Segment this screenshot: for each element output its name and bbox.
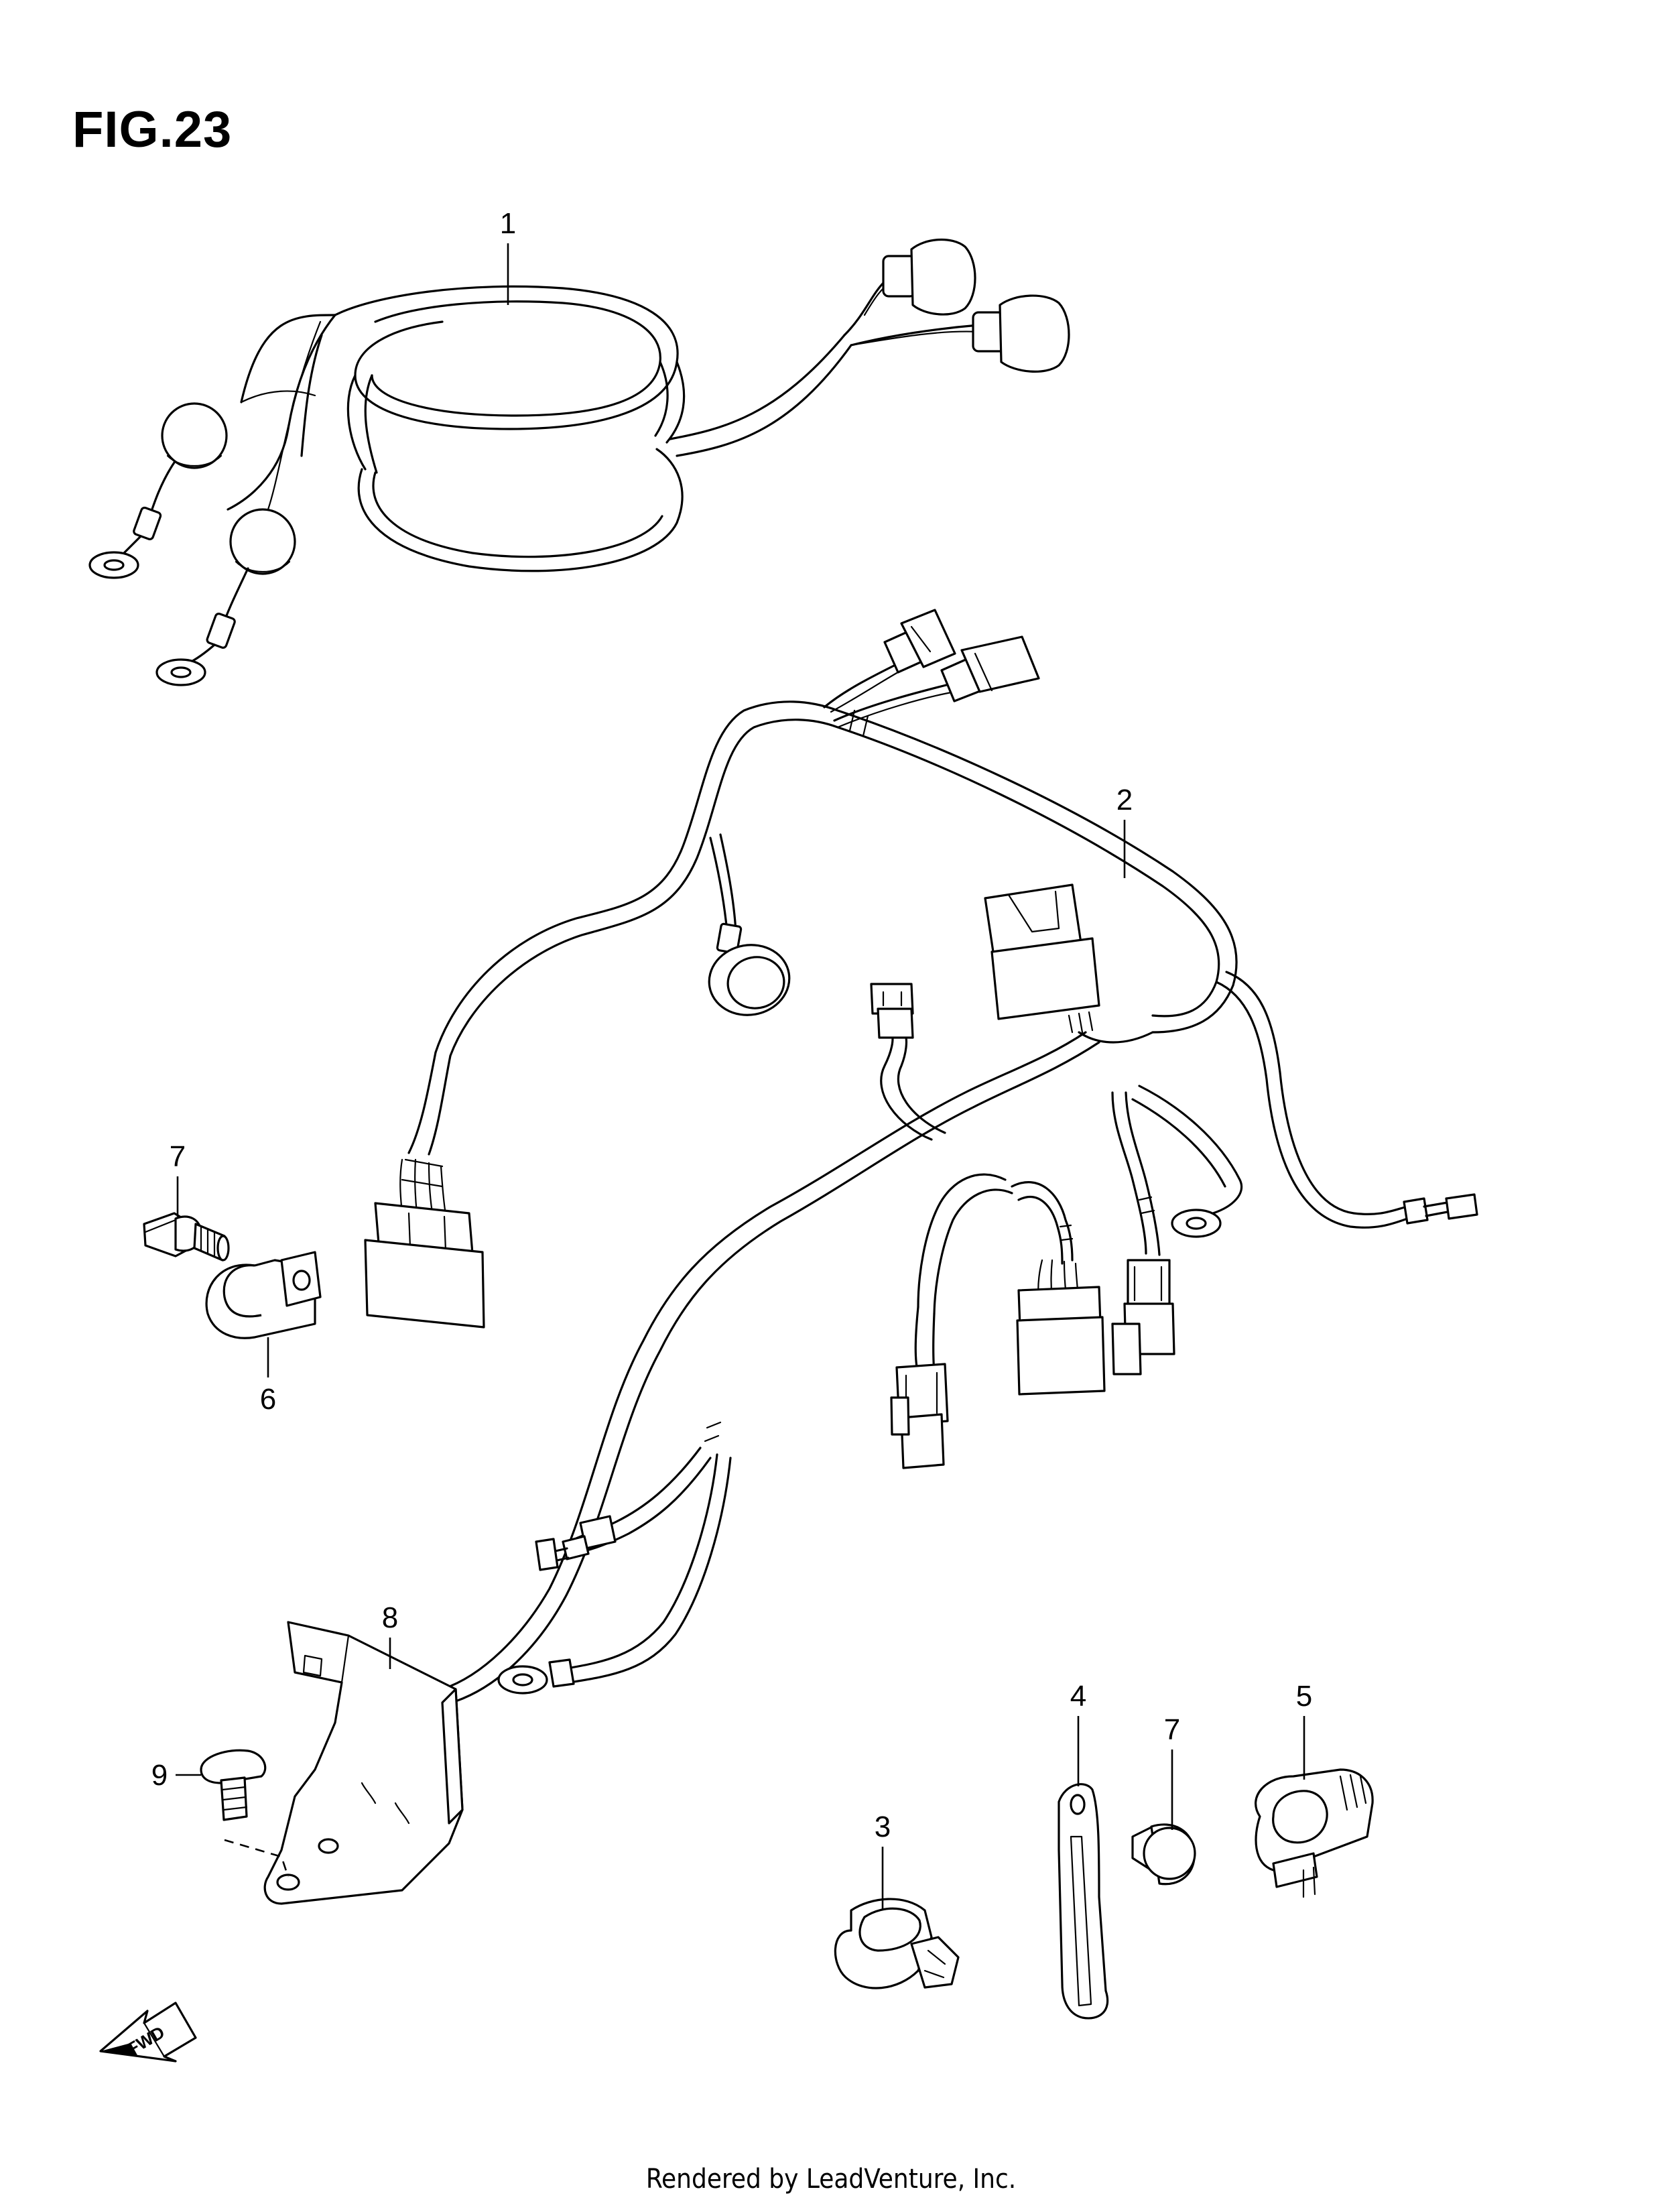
callout-8: 8 <box>382 1601 398 1634</box>
part-9-screw[interactable] <box>200 1749 267 1821</box>
part-6-clamp[interactable] <box>205 1251 322 1339</box>
callout-5: 5 <box>1296 1680 1312 1713</box>
part-2-main-harness[interactable] <box>364 609 1478 1703</box>
part-4-strap[interactable] <box>1058 1783 1109 2020</box>
part-7-bolt-lower[interactable] <box>1131 1823 1196 1886</box>
callout-3: 3 <box>875 1810 891 1843</box>
part-7-bolt-upper[interactable] <box>143 1212 230 1262</box>
callout-1: 1 <box>500 207 516 240</box>
part-5-clip[interactable] <box>1255 1768 1374 1898</box>
callout-7-upper: 7 <box>170 1140 186 1173</box>
part-1-coil-harness[interactable] <box>88 239 1070 686</box>
callout-4: 4 <box>1070 1680 1086 1713</box>
figure-title: FIG.23 <box>72 101 233 158</box>
fwd-arrow-icon: FWD <box>99 2002 197 2063</box>
part-8-bracket[interactable] <box>263 1621 464 1905</box>
callout-9: 9 <box>151 1759 168 1792</box>
footer-credit: Rendered by LeadVenture, Inc. <box>645 2164 1017 2195</box>
part-3-clip[interactable] <box>834 1898 960 1989</box>
part-9-mount-line <box>224 1839 290 1878</box>
callout-2: 2 <box>1116 784 1133 816</box>
callout-7-lower: 7 <box>1164 1713 1180 1746</box>
callout-6: 6 <box>260 1383 276 1416</box>
